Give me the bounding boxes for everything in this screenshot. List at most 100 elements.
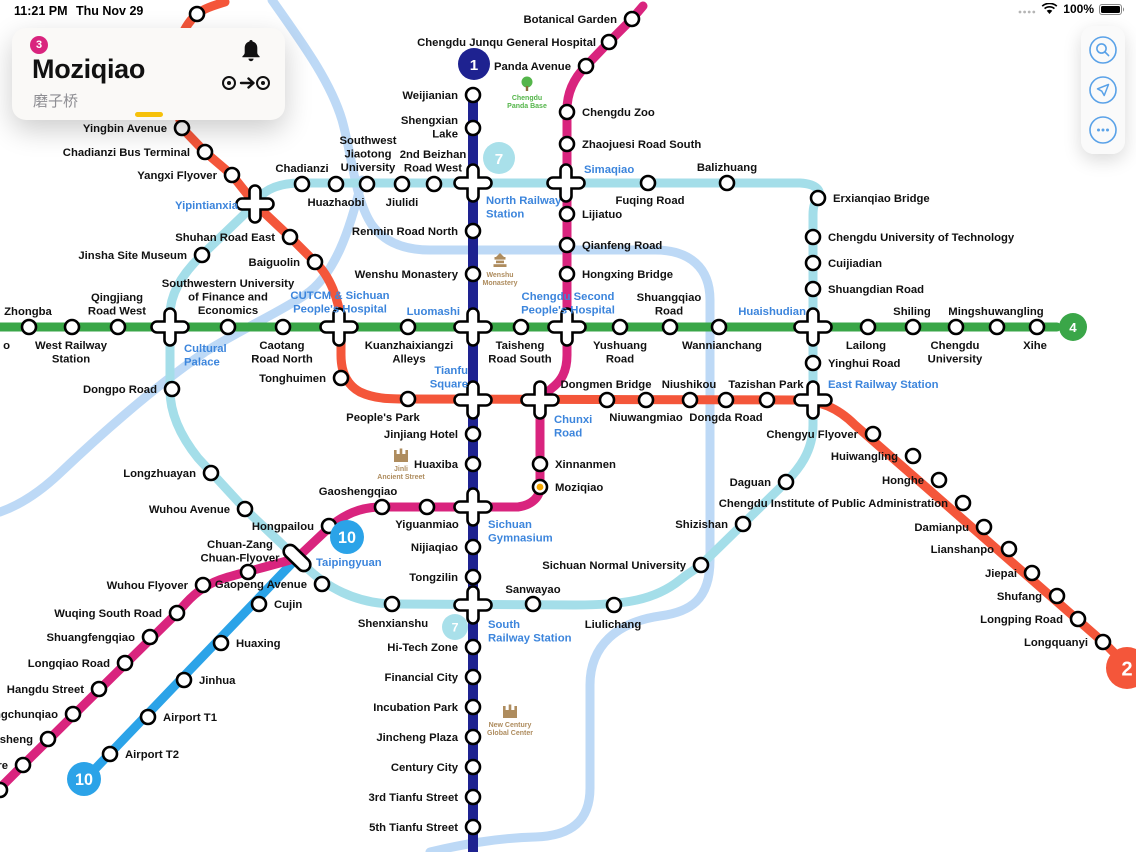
station-baiguolin[interactable]: Baiguolin [249,253,324,271]
station-xinnanmen[interactable]: Xinnanmen [531,455,616,473]
station-huazhaobi[interactable]: Huazhaobi [307,175,365,209]
station-taipingyuan[interactable]: Taipingyuan [281,542,382,574]
station-lijiatuo[interactable]: Lijiatuo [558,205,622,223]
station-dongda-road[interactable]: Dongda Road [689,391,763,424]
station-botanical-garden[interactable]: Botanical Garden [523,10,641,28]
station-yiguanmiao[interactable]: Yiguanmiao [395,498,459,531]
station-people-s-park[interactable]: People's Park [346,390,421,424]
station-chengdu-junqu-general-hospital[interactable]: Chengdu Junqu General Hospital [417,33,618,51]
station-century-city[interactable]: Century City [391,758,482,776]
station-wuhou-avenue[interactable]: Wuhou Avenue [149,500,254,518]
station-wuqing-south-road[interactable]: Wuqing South Road [54,604,186,622]
station-gaopeng-avenue[interactable]: Gaopeng Avenue [215,575,331,593]
station-gsheng[interactable]: gsheng [0,730,57,748]
station-moziqiao[interactable]: Moziqiao [531,478,603,496]
station-cuijiadian[interactable]: Cuijiadian [804,254,882,272]
station-yipintianxia[interactable]: Yipintianxia [175,184,275,224]
station-info-card[interactable]: 3 Moziqiao 磨子桥 [12,28,285,120]
station-tonghuimen[interactable]: Tonghuimen [259,369,350,387]
station-sanwayao[interactable]: Sanwayao [505,584,561,613]
station-nijiaqiao[interactable]: Nijiaqiao [411,538,482,556]
station-sichuan-normal-university[interactable]: Sichuan Normal University [542,556,710,574]
station-xihe[interactable]: Xihe [1023,318,1047,352]
station-jinjiang-hotel[interactable]: Jinjiang Hotel [384,425,482,443]
station-hi-tech-zone[interactable]: Hi-Tech Zone [387,638,482,656]
station-shiling[interactable]: Shiling [893,306,931,336]
station-hongxing-bridge[interactable]: Hongxing Bridge [558,265,673,283]
station-shuangfengqiao[interactable]: Shuangfengqiao [47,628,159,646]
station-chengdu-zoo[interactable]: Chengdu Zoo [558,103,655,121]
station-zhongba[interactable]: Zhongba [4,306,53,336]
station-qianfeng-road[interactable]: Qianfeng Road [558,236,662,254]
station-panda-avenue[interactable]: Panda Avenue [494,57,595,75]
station-liulichang[interactable]: Liulichang [585,596,642,631]
station-jiepai[interactable]: Jiepai [985,564,1041,582]
station-chadianzi[interactable]: Chadianzi [275,163,329,193]
station-lianshanpo[interactable]: Lianshanpo [931,540,1018,558]
station-longqiao-road[interactable]: Longqiao Road [28,654,134,672]
station-huaxiba[interactable]: Huaxiba [414,455,482,473]
station-renmin-road-north[interactable]: Renmin Road North [352,222,482,240]
card-drag-indicator[interactable] [135,112,163,117]
station-chadianzi-bus-terminal[interactable]: Chadianzi Bus Terminal [63,143,214,161]
station-simaqiao[interactable]: Simaqiao [546,163,635,203]
station-wannianchang[interactable]: Wannianchang [682,318,762,352]
station-wenshu-monastery[interactable]: Wenshu Monastery [355,265,482,283]
station-yinghui-road[interactable]: Yinghui Road [804,354,900,372]
station-dongmen-bridge[interactable]: Dongmen Bridge [560,379,652,409]
station-card-hidden-station[interactable] [188,5,206,23]
station-huaishudian[interactable]: Huaishudian [738,306,833,347]
station-jinsha-site-museum[interactable]: Jinsha Site Museum [78,246,211,264]
station-chengdu-university-of-technology[interactable]: Chengdu University of Technology [804,228,1015,246]
station-financial-city[interactable]: Financial City [385,668,482,686]
more-button[interactable] [1086,113,1120,147]
locate-button[interactable] [1086,73,1120,107]
station-erxianqiao-bridge[interactable]: Erxianqiao Bridge [809,189,930,207]
station-shuhan-road-east[interactable]: Shuhan Road East [175,228,299,246]
station-weijianian[interactable]: Weijianian [402,86,482,104]
station-tazishan-park[interactable]: Tazishan Park [728,379,804,409]
station-ingchunqiao[interactable]: ingchunqiao [0,705,82,723]
route-origin-destination-icon[interactable] [221,72,273,99]
station-jincheng-plaza[interactable]: Jincheng Plaza [376,728,482,746]
station-o-fragment[interactable]: o [3,340,10,352]
station-longping-road[interactable]: Longping Road [980,610,1087,628]
station-jinhua[interactable]: Jinhua [175,671,236,689]
station-shenxianshu[interactable]: Shenxianshu [358,595,428,630]
station-niushikou[interactable]: Niushikou [662,379,717,409]
station-hongpailou[interactable]: Hongpailou [252,517,338,535]
station-shufang[interactable]: Shufang [997,587,1066,605]
station-wuhou-flyover[interactable]: Wuhou Flyover [107,576,212,594]
station-niuwangmiao[interactable]: Niuwangmiao [609,391,683,424]
station-zhaojuesi-road-south[interactable]: Zhaojuesi Road South [558,135,701,153]
search-button[interactable] [1086,33,1120,67]
station-longquanyi[interactable]: Longquanyi [1024,633,1112,651]
station-hangdu-street[interactable]: Hangdu Street [7,680,108,698]
station-cujin[interactable]: Cujin [250,595,302,613]
station-shizishan[interactable]: Shizishan [675,515,752,533]
station-chengdu-institute-of-public-administration[interactable]: Chengdu Institute of Public Administrati… [719,494,972,512]
station-incubation-park[interactable]: Incubation Park [373,698,482,716]
station-shuangdian-road[interactable]: Shuangdian Road [804,280,924,298]
station-tongzilin[interactable]: Tongzilin [409,568,482,586]
station-east-railway-station[interactable]: East Railway Station [793,379,939,420]
station-5th-tianfu-street[interactable]: 5th Tianfu Street [369,818,482,836]
station-mingshuwangling[interactable]: Mingshuwangling [948,306,1044,336]
